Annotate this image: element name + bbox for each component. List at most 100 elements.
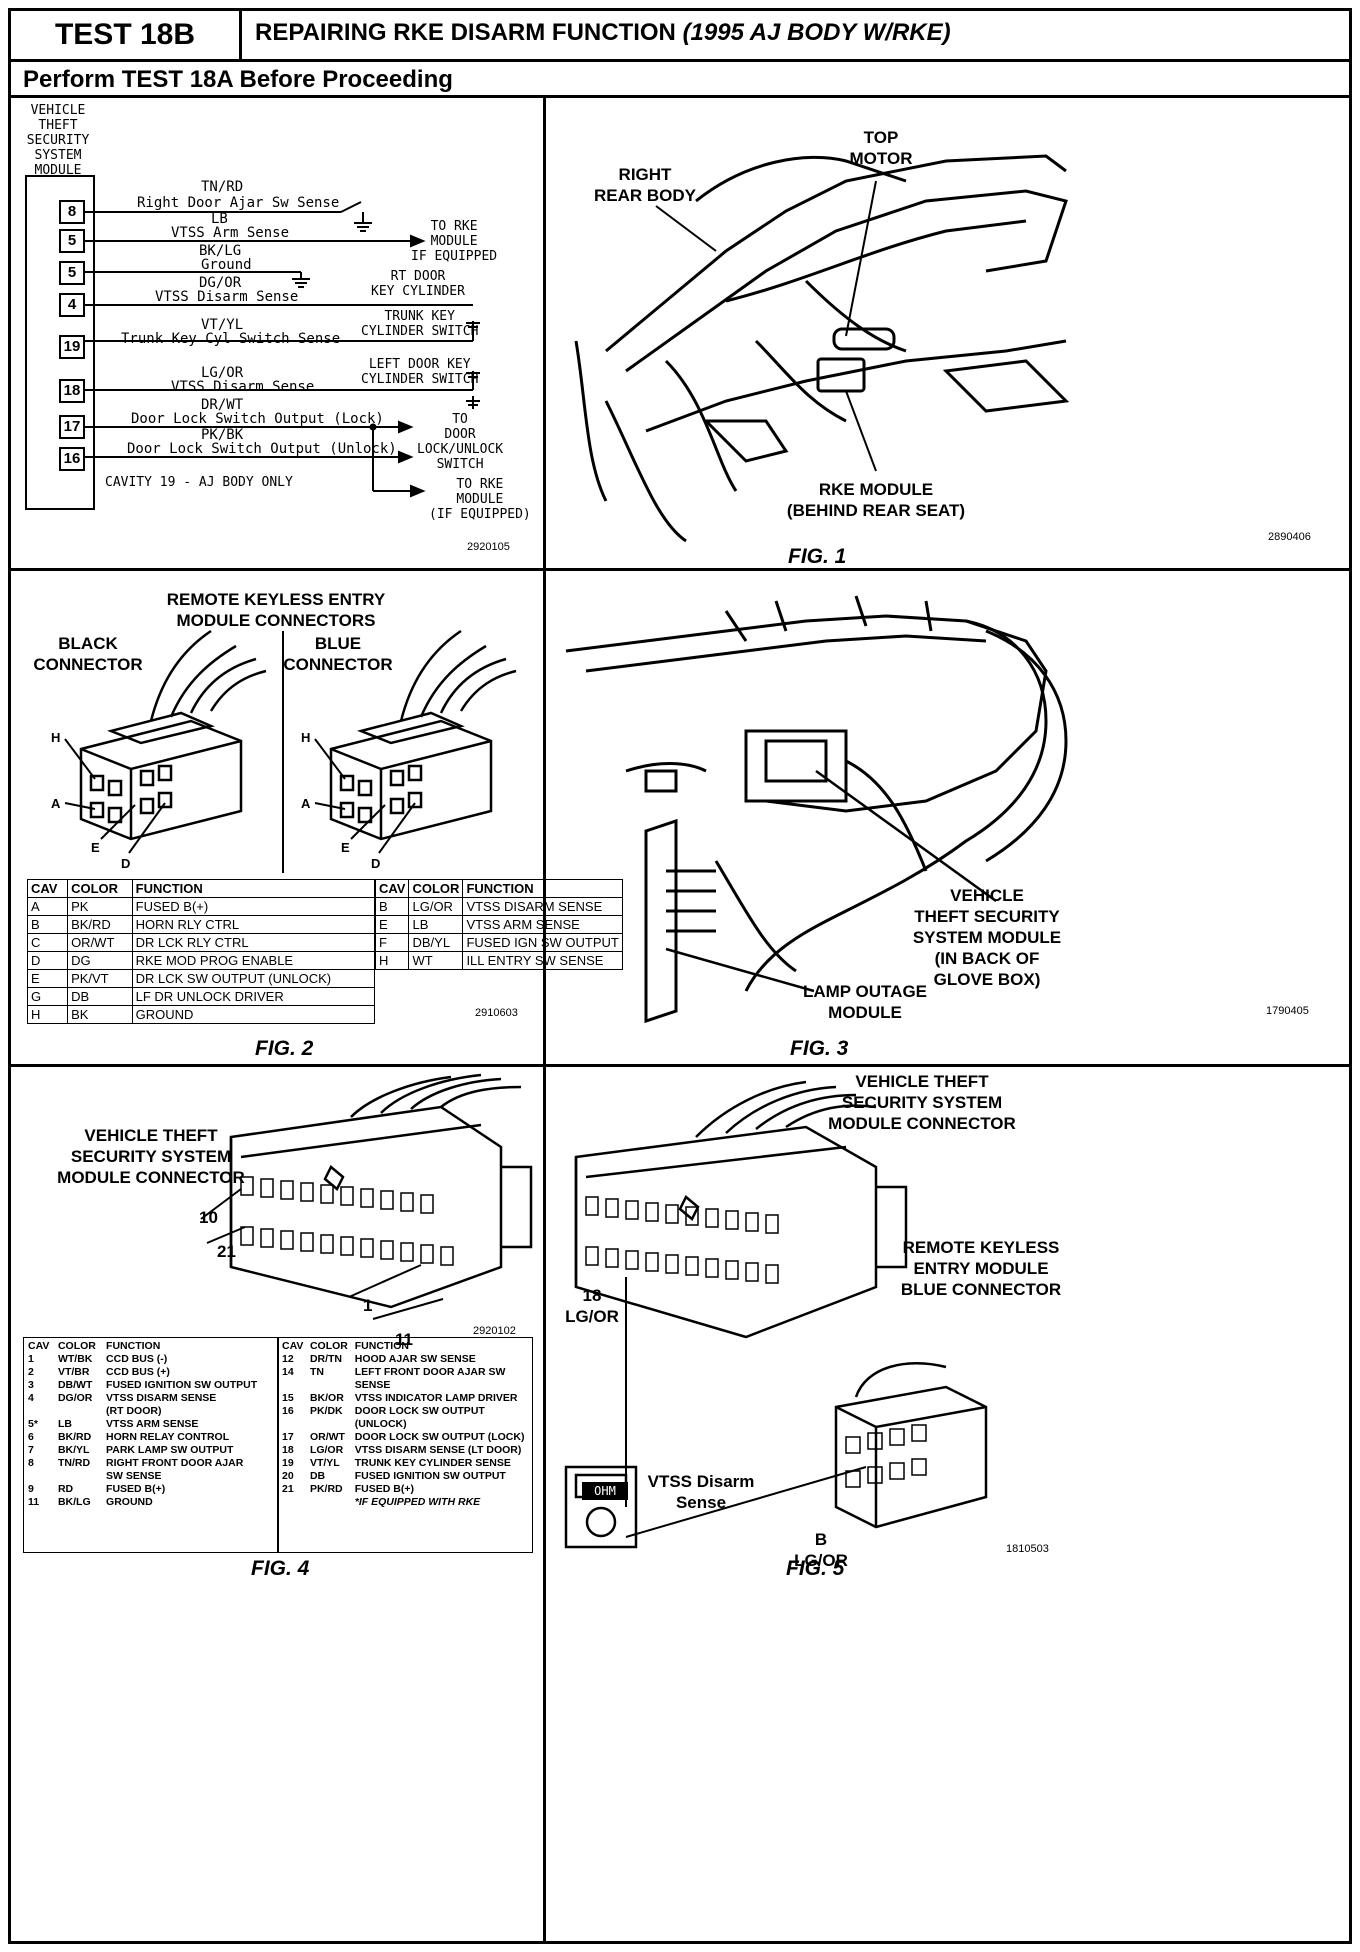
cell: 17 [282, 1431, 294, 1443]
table-row: 8 TN/RD RIGHT FRONT DOOR AJAR SW SENSE [25, 1457, 275, 1483]
schematic-ref: 2920105 [467, 541, 510, 553]
cell: WT [408, 951, 464, 970]
fig4-title: VEHICLE THEFT SECURITY SYSTEM MODULE CON… [57, 1126, 245, 1187]
wire-desc-vtss-disarm-rt: VTSS Disarm Sense [155, 289, 299, 305]
cell: G [26, 987, 69, 1006]
pin-label-1: 1 [363, 1296, 373, 1315]
page-subtitle: Perform TEST 18A Before Proceeding [11, 62, 1349, 98]
col-cav: CAV [374, 879, 410, 898]
blue-letter-d: D [371, 856, 381, 871]
meter-label: VTSS Disarm Sense [647, 1472, 755, 1512]
cell: VTSS INDICATOR LAMP DRIVER [354, 1392, 518, 1404]
col-function: FUNCTION [462, 879, 623, 898]
cell: 14 [282, 1366, 294, 1378]
cell: 3 [28, 1379, 34, 1391]
fig2-panel: REMOTE KEYLESS ENTRY MODULE CONNECTORS B… [11, 571, 623, 1064]
col-color: COLOR [309, 1340, 348, 1352]
fig2-caption: FIG. 2 [255, 1037, 314, 1060]
cell: RD [57, 1483, 74, 1495]
cell: VTSS DISARM SENSE (RT DOOR) [106, 1392, 217, 1417]
pin-4: 4 [59, 293, 85, 317]
module-label-line: SECURITY [26, 133, 90, 148]
wire-color-tnrd: TN/RD [201, 179, 244, 195]
fig5-ref: 1810503 [1006, 1543, 1049, 1555]
target-line: TO RKE [456, 477, 504, 492]
wire-desc-vtss-disarm-lt: VTSS Disarm Sense [171, 379, 315, 395]
fig3-panel: VEHICLE THEFT SECURITY SYSTEM MODULE (IN… [546, 571, 1349, 1064]
grid-divider-2 [11, 1064, 1349, 1067]
wire-color-bklg: BK/LG [199, 243, 242, 259]
pin-17: 17 [59, 415, 85, 439]
col-cav: CAV [26, 879, 69, 898]
cell: 1 [28, 1353, 34, 1365]
cell: 9 [28, 1483, 34, 1495]
fig5-panel: VEHICLE THEFT SECURITY SYSTEM MODULE CON… [546, 1067, 1349, 1941]
cell: C [26, 933, 69, 952]
rke-connectors-illustration [64, 629, 517, 854]
wire-color-drwt: DR/WT [201, 397, 244, 413]
target-line: MODULE [430, 234, 478, 249]
cell: DOOR LOCK SW OUTPUT (UNLOCK) [354, 1405, 485, 1430]
cell: GROUND [131, 1005, 376, 1024]
fig4-table-divider [277, 1337, 279, 1553]
cell: FUSED IGNITION SW OUTPUT [354, 1470, 506, 1482]
black-letter-h: H [51, 730, 61, 745]
wire-desc-right-door-ajar: Right Door Ajar Sw Sense [137, 195, 340, 211]
col-color: COLOR [408, 879, 464, 898]
glove-box-illustration [565, 595, 1068, 1024]
cell: LB [57, 1418, 72, 1430]
service-manual-page: TEST 18B REPAIRING RKE DISARM FUNCTION (… [8, 8, 1352, 1944]
fig4-caption: FIG. 4 [251, 1557, 310, 1580]
pin-5-arm: 5 [59, 229, 85, 253]
target-line: DOOR [444, 427, 476, 442]
cell: HORN RELAY CONTROL [106, 1431, 230, 1443]
col-cav: CAV [28, 1340, 50, 1352]
wire-color-vtyl: VT/YL [201, 317, 244, 333]
cell: F [374, 933, 410, 952]
cell: DG/OR [57, 1392, 93, 1404]
target-trunk-key-cylinder: TRUNK KEY CYLINDER SWITCH [361, 309, 478, 339]
cell: RIGHT FRONT DOOR AJAR SW SENSE [106, 1457, 244, 1482]
cavity-note: CAVITY 19 - AJ BODY ONLY [105, 475, 293, 490]
cell: D [26, 951, 69, 970]
cell: 6 [28, 1431, 34, 1443]
pin18-label: 18 LG/OR [565, 1286, 619, 1326]
fig1-ref: 2890406 [1268, 531, 1311, 543]
cell: A [26, 897, 69, 916]
meter-display-text: OHM [594, 1484, 616, 1498]
wire-color-pkbk: PK/BK [201, 427, 244, 443]
cell: PK [67, 897, 133, 916]
target-line: IF EQUIPPED [411, 249, 498, 264]
pin-label-11: 11 [395, 1330, 413, 1349]
target-rt-door-key-cylinder: RT DOOR KEY CYLINDER [371, 269, 465, 299]
cell: B [374, 897, 410, 916]
label-top-motor: TOP MOTOR [849, 128, 913, 168]
cell: DB [309, 1470, 326, 1482]
label-vtss-module: VEHICLE THEFT SECURITY SYSTEM MODULE (IN… [912, 886, 1062, 989]
cell: 8 [28, 1457, 34, 1469]
blue-letter-e: E [341, 840, 350, 855]
wire-desc-door-lock-lock: Door Lock Switch Output (Lock) [131, 411, 384, 427]
module-label-line: VEHICLE [30, 103, 86, 118]
cell: 21 [282, 1483, 294, 1495]
cell: HORN RLY CTRL [131, 915, 376, 934]
col-function: FUNCTION [131, 879, 376, 898]
cell: FUSED B(+) [106, 1483, 166, 1495]
cell: 7 [28, 1444, 34, 1456]
cell: PK/VT [67, 969, 133, 988]
module-box [25, 175, 95, 510]
cell: LG/OR [408, 897, 464, 916]
cell: TN/RD [57, 1457, 91, 1469]
cell: RKE MOD PROG ENABLE [131, 951, 376, 970]
target-line: CYLINDER SWITCH [361, 372, 479, 387]
fig2-title: REMOTE KEYLESS ENTRY MODULE CONNECTORS [166, 590, 386, 630]
fig4-ref: 2920102 [473, 1325, 516, 1337]
